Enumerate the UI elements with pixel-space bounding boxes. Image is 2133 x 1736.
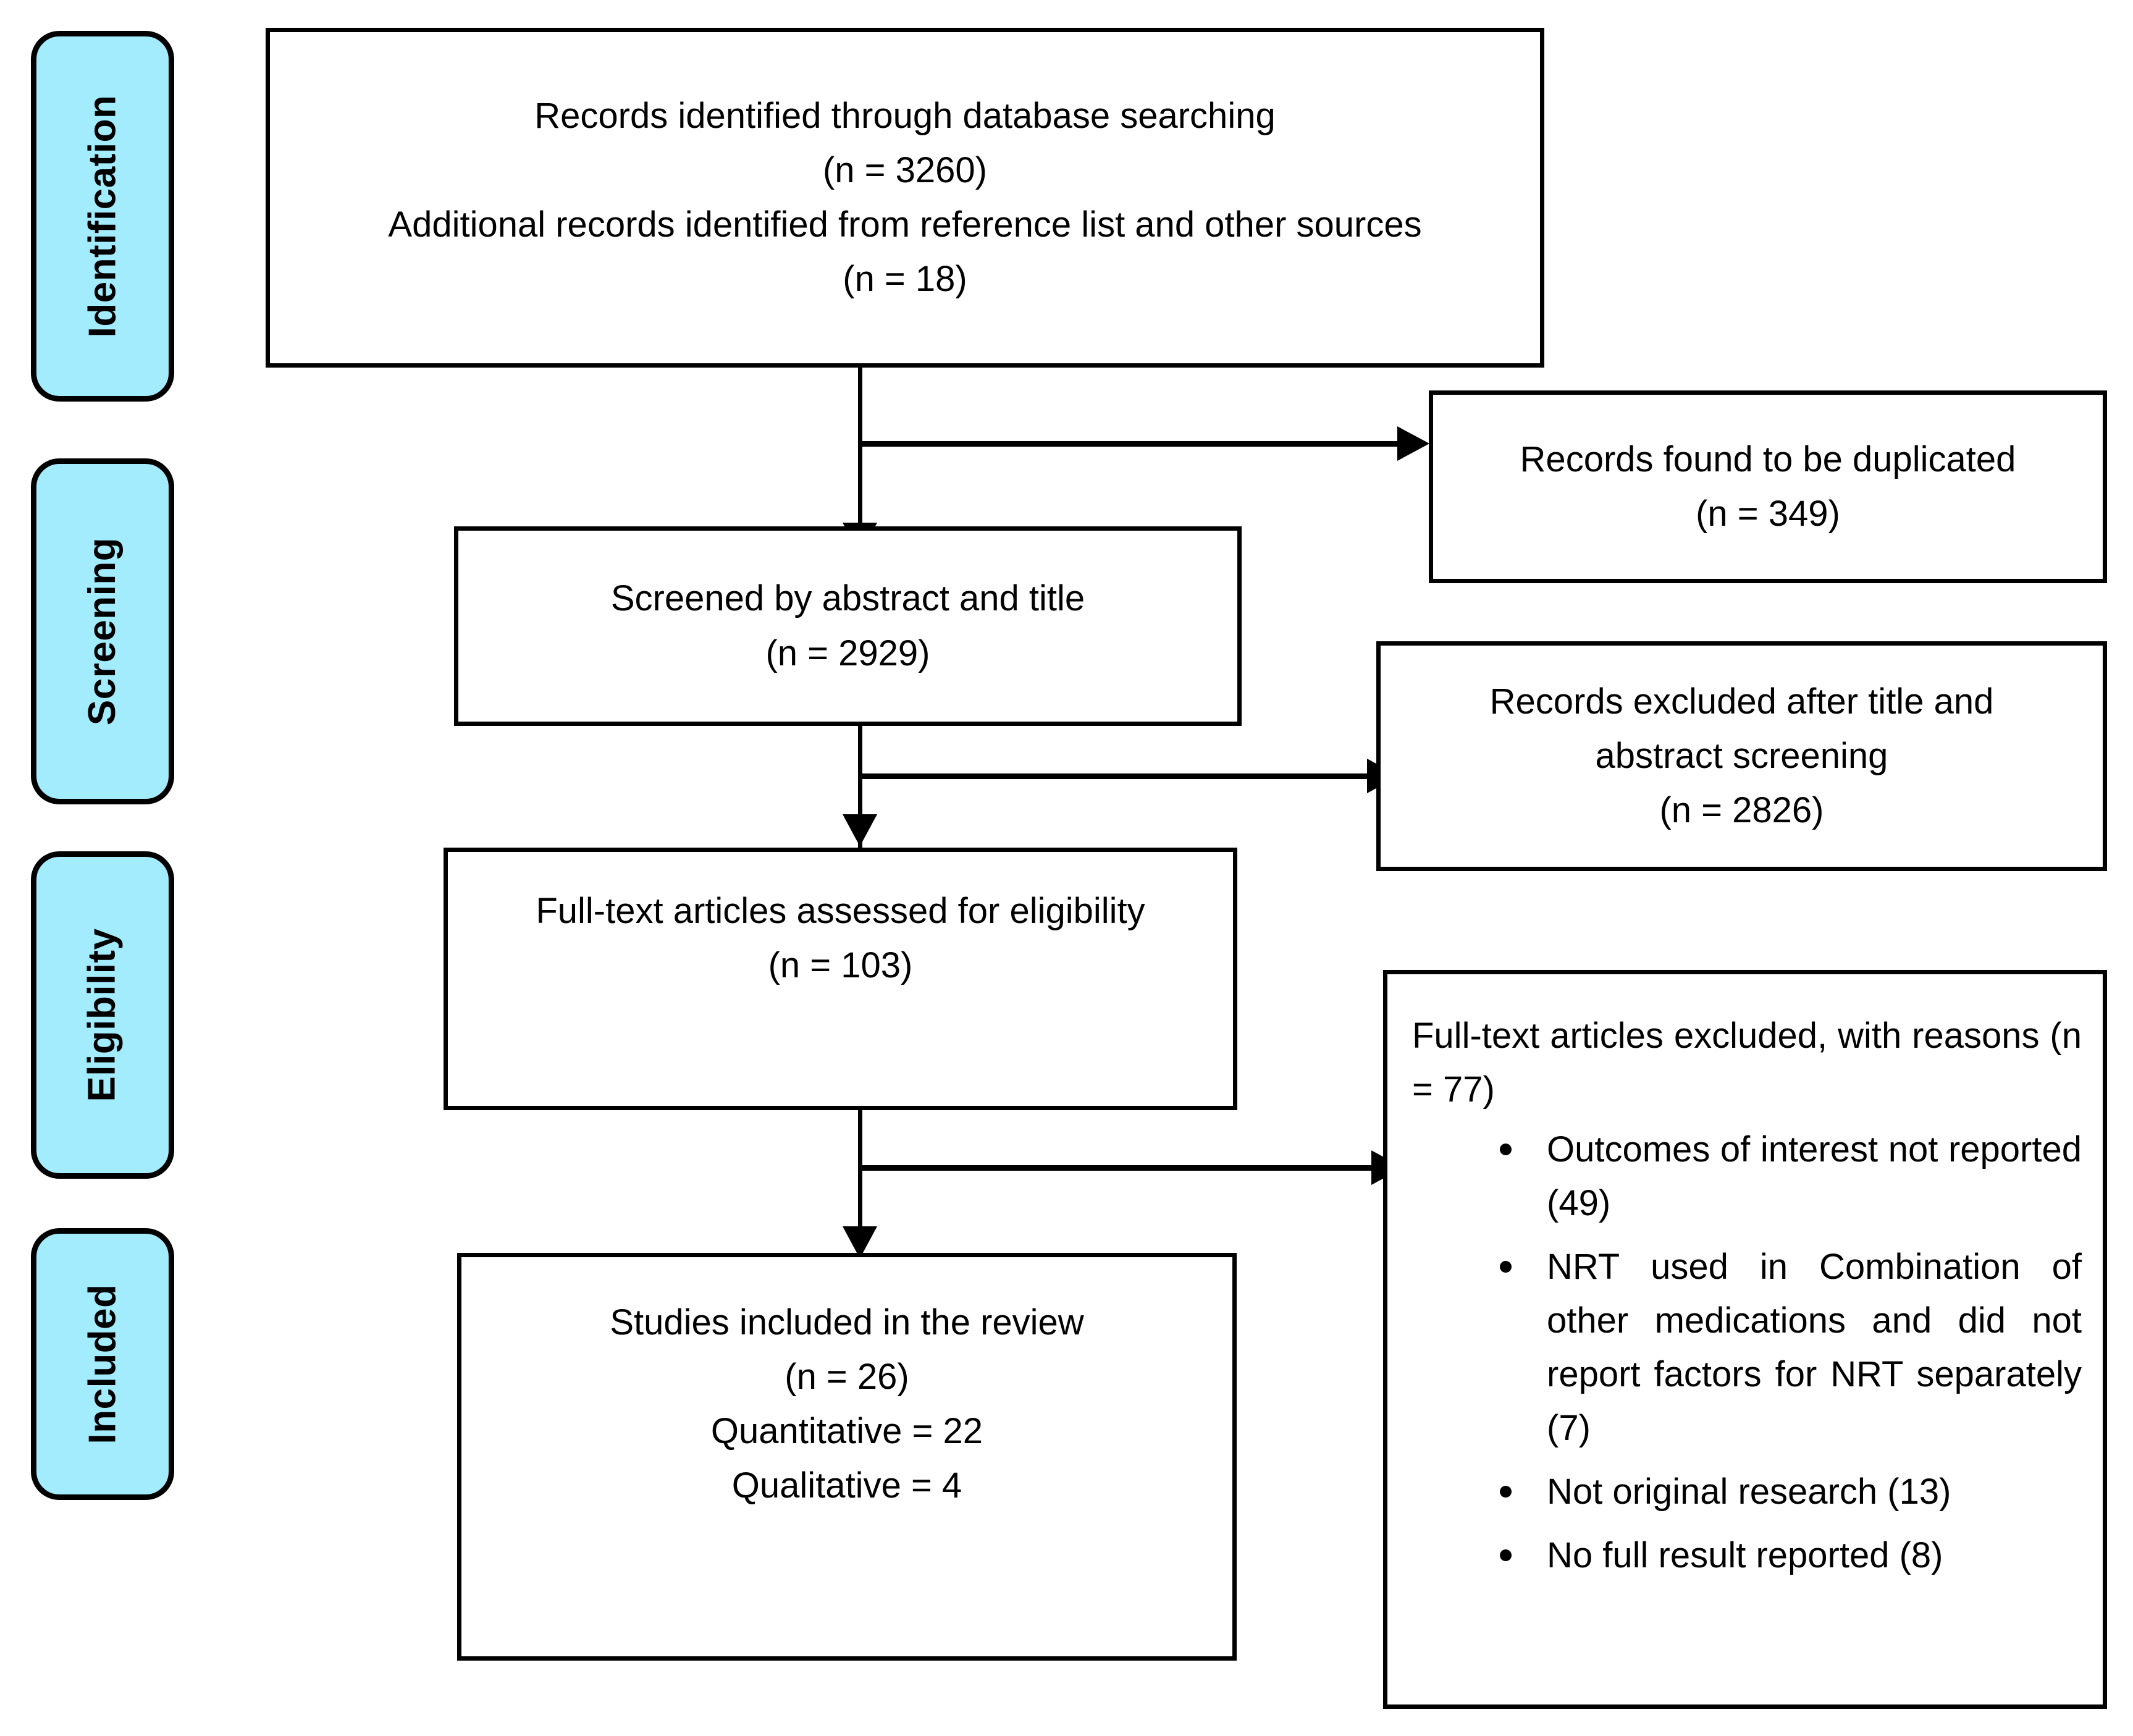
reason-item: Outcomes of interest not reported (49) (1495, 1123, 2082, 1230)
records-identified-other-count: (n = 18) (843, 259, 967, 300)
connector-horizontal-to-excluded-screening (858, 773, 1368, 779)
records-excluded-screening-count: (n = 2826) (1659, 790, 1824, 831)
studies-included-label: Studies included in the review (610, 1302, 1084, 1342)
box-records-excluded-screening: Records excluded after title and abstrac… (1376, 641, 2107, 871)
box-studies-included: Studies included in the review (n = 26) … (457, 1253, 1237, 1661)
stage-label-identification: Identification (81, 95, 124, 338)
screened-count: (n = 2929) (765, 633, 930, 673)
fulltext-assessed-label: Full-text articles assessed for eligibil… (536, 891, 1145, 931)
stage-label-included: Included (81, 1284, 124, 1444)
connector-vertical-identified-to-screened (858, 368, 862, 559)
fulltext-excluded-heading: Full-text articles excluded, with reason… (1412, 1016, 2082, 1110)
stage-pill-screening: Screening (31, 458, 174, 804)
records-identified-other-line: Additional records identified from refer… (388, 204, 1422, 245)
box-records-duplicated: Records found to be duplicated (n = 349) (1429, 390, 2107, 583)
reason-item: Not original research (13) (1495, 1465, 2082, 1519)
screened-label: Screened by abstract and title (610, 578, 1085, 619)
box-fulltext-assessed: Full-text articles assessed for eligibil… (444, 848, 1237, 1110)
records-identified-database-line: Records identified through database sear… (534, 95, 1276, 136)
records-identified-database-count: (n = 3260) (822, 150, 987, 190)
studies-included-count: (n = 26) (785, 1357, 909, 1397)
arrowhead-to-duplicates (1397, 426, 1429, 461)
records-excluded-screening-line1: Records excluded after title and (1489, 681, 1994, 722)
box-fulltext-excluded-reasons: Full-text articles excluded, with reason… (1383, 970, 2107, 1709)
studies-included-qualitative: Qualitative = 4 (731, 1465, 962, 1506)
arrowhead-to-fulltext-assessed (843, 814, 877, 846)
records-duplicated-label: Records found to be duplicated (1520, 439, 2016, 479)
reason-item: No full result reported (8) (1495, 1528, 2082, 1582)
stage-pill-included: Included (31, 1228, 174, 1500)
fulltext-excluded-reason-list: Outcomes of interest not reported (49) N… (1412, 1123, 2082, 1592)
connector-horizontal-to-fulltext-excluded (858, 1165, 1373, 1171)
stage-pill-identification: Identification (31, 31, 174, 402)
studies-included-quantitative: Quantitative = 22 (710, 1411, 983, 1452)
records-excluded-screening-line2: abstract screening (1595, 735, 1888, 776)
reason-item: NRT used in Combination of other medicat… (1495, 1240, 2082, 1455)
fulltext-assessed-count: (n = 103) (768, 945, 913, 986)
stage-pill-eligibility: Eligibility (31, 851, 174, 1179)
records-duplicated-count: (n = 349) (1696, 494, 1840, 534)
stage-label-eligibility: Eligibility (81, 928, 124, 1102)
box-screened-abstract-title: Screened by abstract and title (n = 2929… (454, 526, 1242, 726)
connector-vertical-fulltext-to-included (858, 1110, 862, 1258)
connector-horizontal-to-duplicates (858, 441, 1399, 447)
box-records-identified: Records identified through database sear… (266, 28, 1544, 368)
stage-label-screening: Screening (81, 537, 124, 726)
